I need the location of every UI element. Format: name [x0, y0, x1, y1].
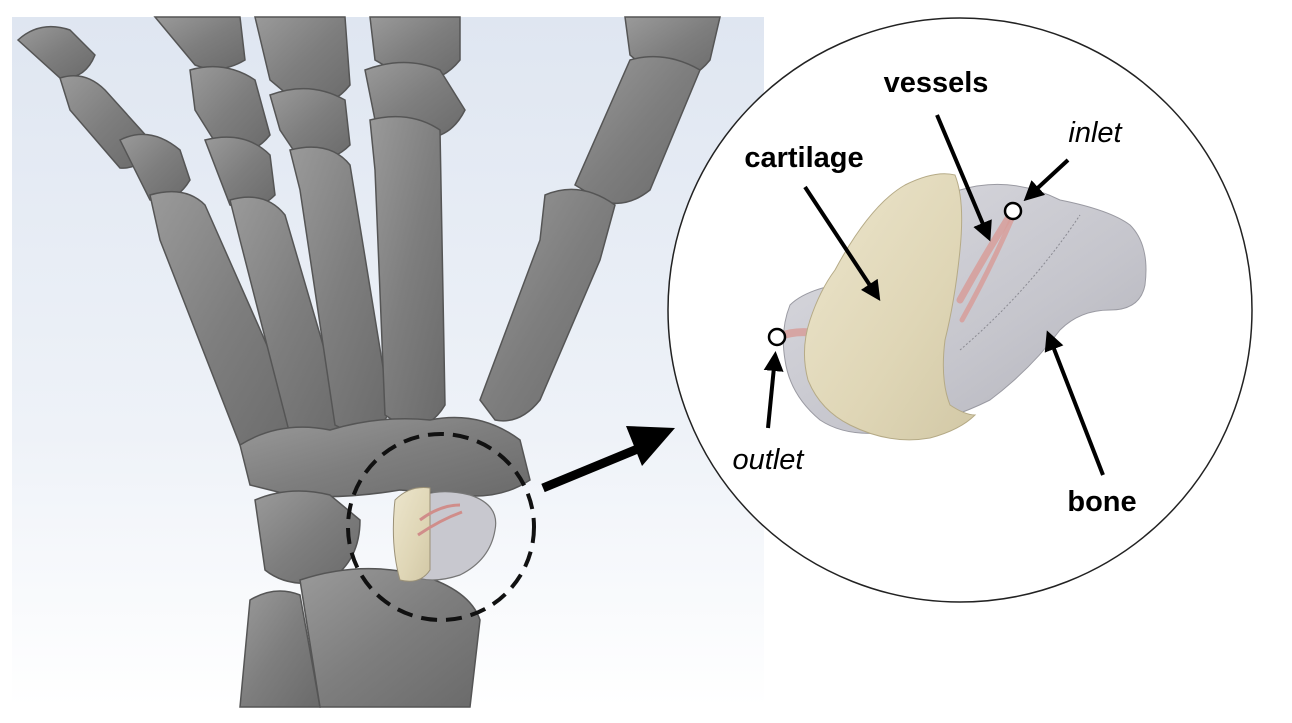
- bone-label: bone: [1067, 486, 1136, 518]
- scaphoid-small: [392, 487, 497, 582]
- outlet-label: outlet: [733, 444, 806, 476]
- scaphoid-small-vessel: [419, 503, 461, 522]
- zoomed-vessel: [959, 211, 1017, 323]
- vessels-pointer: [935, 114, 992, 242]
- scaphoid-small-vessel: [417, 510, 463, 537]
- label-pointers: [763, 114, 1105, 476]
- inlet-label: inlet: [1068, 117, 1123, 149]
- vessels-label: vessels: [884, 67, 989, 99]
- inlet-marker: [1003, 201, 1023, 221]
- zoomed-bone-surface-line: [959, 214, 1081, 351]
- carpal-row-distal: [239, 416, 531, 498]
- zoomed-vessel: [956, 208, 1016, 304]
- cartilage-pointer: [803, 185, 881, 302]
- zoomed-cartilage: [804, 173, 977, 441]
- cartilage-label: cartilage: [744, 142, 863, 174]
- outlet-marker: [767, 327, 787, 347]
- zoom-region-dashed-circle: [346, 432, 536, 622]
- radius: [299, 567, 481, 708]
- hand-skeleton: [16, 16, 721, 708]
- inlet-pointer: [1023, 158, 1070, 202]
- scaphoid-small-cartilage: [392, 487, 431, 582]
- outlet-pointer: [763, 351, 784, 429]
- bone-pointer: [1044, 330, 1105, 476]
- zoomed-scaphoid: [767, 173, 1147, 441]
- zoom-arrow: [541, 426, 675, 493]
- thumb-metacarpal: [479, 188, 616, 422]
